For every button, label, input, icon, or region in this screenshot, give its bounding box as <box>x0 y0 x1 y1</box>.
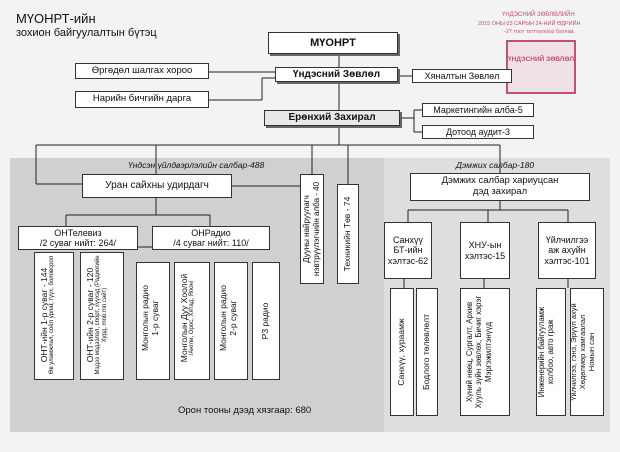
stamp-line-1: ҮНДЭСНИЙ ЗӨВЛӨЛИЙН <box>502 12 575 18</box>
tv-channel-1-name: ОНТ-ийн 1-р суваг - 144 <box>39 267 49 363</box>
tv-channel-1-note: Өв уламжлал, соёл урлаг, түүх, боловсрол <box>49 255 56 375</box>
service-sub-1-line-1: Инженерийн байгууламж <box>537 306 546 398</box>
tech-center-label: Техникийн Төв - 74 <box>342 196 352 272</box>
tv-channel-2-label: ОНТ-ийн 2-р суваг - 120 Мэдээ мэдээлэл, … <box>85 251 119 379</box>
radio-2-label: Монголын Дуу Хоолой /Англи, Орос, Хятад,… <box>179 259 205 377</box>
tech-center-box <box>337 184 359 284</box>
tv-channel-2-note: Мэдээ мэдээлэл, спорт, хүүхэд (Радиогийн… <box>95 255 109 375</box>
hr-sub-line-2: Хууль зүйн зөвлөх, Бичиг хэрэг <box>474 295 484 409</box>
tv-title: ОНТелевиз <box>54 227 102 238</box>
support-units-label: Дэмжих салбар-180 <box>456 160 535 170</box>
tv-channel-2-name: ОНТ-ийн 2-р суваг - 120 <box>85 267 95 363</box>
service-dept-line-2: аж ахуйн <box>548 245 586 256</box>
page-subtitle: зохион байгуулалтын бүтэц <box>16 27 157 39</box>
service-dept-line-3: хэлтэс-101 <box>544 255 590 266</box>
stamp-line-3: -27 тоот тогтоолоор батлав. <box>504 29 576 35</box>
sound-dept-line-1: Дууны найруулагч <box>302 195 311 263</box>
radio-subtitle: /4 суваг нийт: 110/ <box>173 238 249 248</box>
staff-total-label: Орон тооны дээд хязгаар: 680 <box>178 405 312 416</box>
stamp-seal: ҮНДЭСНИЙ ЗӨВЛӨЛ <box>506 40 576 94</box>
ethics-committee-box: Өргөдөл шалгах хороо <box>75 63 209 79</box>
finance-sub-1-box <box>390 288 414 416</box>
stamp-seal-text: ҮНДЭСНИЙ ЗӨВЛӨЛ <box>508 56 574 63</box>
radio-2-line-1: Монголын Дуу Хоолой <box>179 273 189 363</box>
national-council-box: Үндэсний Зөвлөл <box>275 67 398 82</box>
service-dept-line-1: Үйлчилгээ <box>545 234 589 245</box>
internal-audit-box: Дотоод аудит-3 <box>422 125 534 139</box>
radio-3-line-1: Монголын радио <box>218 284 228 352</box>
radio-3-label: Монголын радио 2-р суваг <box>218 259 244 377</box>
finance-dept-line-3: хэлтэс-62 <box>387 255 429 266</box>
supervisory-council-box: Хяналтын Зөвлөл <box>412 69 512 83</box>
service-dept-box: Үйлчилгээ аж ахуйн хэлтэс-101 <box>538 222 596 279</box>
tv-channel-1-label: ОНТ-ийн 1-р суваг - 144 Өв уламжлал, соё… <box>39 251 69 379</box>
radio-2-note: /Англи, Орос, Хятад, Япон/ <box>189 280 196 356</box>
core-units-label: Үндсэн үйлдвэрлэлийн салбар-488 <box>128 160 265 170</box>
radio-1-label: Монголын радио 1-р суваг <box>140 259 166 377</box>
finance-dept-line-1: Санхүү <box>392 234 424 245</box>
sound-dept-line-2: нэвтрүүлэгчийн алба - 40 <box>311 181 321 277</box>
hr-sub-line-3: Мэргэжилтэнүүд <box>483 321 493 383</box>
radio-1-line-2: 1-р суваг <box>150 300 161 336</box>
hr-dept-box: ХНУ-ын хэлтэс-15 <box>460 222 510 279</box>
finance-sub-1-label: Санхүү, хураамж <box>396 318 406 386</box>
finance-sub-2-label: Бодлого төлөвлөлт <box>421 313 431 391</box>
finance-dept-line-2: БТ-ийн <box>393 245 423 256</box>
hr-sub-label: Хүний нөөц, Сургалт, Архив Хууль зүйн зө… <box>465 288 505 416</box>
hr-sub-box <box>460 288 510 416</box>
finance-sub-2-box <box>416 288 438 416</box>
support-director-line-2: дэд захирал <box>472 186 528 197</box>
marketing-box: Маркетингийн алба-5 <box>422 103 534 117</box>
hr-sub-line-1: Хүний нөөц, Сургалт, Архив <box>465 301 474 403</box>
radio-2-box <box>174 262 210 380</box>
tv-subtitle: /2 суваг нийт: 264/ <box>39 238 117 248</box>
service-sub-2-label: Үйлчилгээ, гэнз, Эрүүл ахуй Хөдөлмөр хам… <box>569 288 605 416</box>
sound-dept-label: Дууны найруулагч нэвтрүүлэгчийн алба - 4… <box>302 174 322 284</box>
radio-3-box <box>214 262 248 380</box>
mnb-top-box: МҮОНРТ <box>268 32 398 54</box>
tv-channel-2-box <box>80 252 124 380</box>
radio-4-box <box>252 262 280 380</box>
radio-1-box <box>136 262 170 380</box>
service-sub-2-line-2: Хөдөлмөр хамгаалал <box>578 314 587 390</box>
secretary-box: Нарийн бичгийн дарга <box>75 91 209 108</box>
support-director-line-1: Дэмжих салбар хариуцсан <box>441 175 559 187</box>
radio-4-label: Р3 радио <box>260 302 270 340</box>
radio-3-line-2: 2-р суваг <box>228 300 239 336</box>
hr-dept-line-1: ХНУ-ын <box>468 240 502 251</box>
service-sub-1-label: Инженерийн байгууламж холбоо, авто граж <box>537 288 565 416</box>
tv-channel-1-box <box>34 252 74 380</box>
radio-1-line-1: Монголын радио <box>140 284 150 352</box>
stamp-line-2: 2015 ОНЫ 03 САРЫН 24-НИЙ ӨДРИЙН <box>478 21 581 27</box>
service-sub-2-line-3: Номын сан <box>587 332 596 372</box>
approval-stamp: ҮНДЭСНИЙ ЗӨВЛӨЛИЙН 2015 ОНЫ 03 САРЫН 24-… <box>476 10 608 102</box>
director-general-box: Ерөнхий Захирал <box>264 110 400 126</box>
hr-dept-line-2: хэлтэс-15 <box>464 250 506 261</box>
service-sub-2-box <box>570 288 604 416</box>
support-director-box: Дэмжих салбар хариуцсан дэд захирал <box>410 173 590 201</box>
sound-dept-box <box>300 174 324 284</box>
page-title: МҮОНРТ-ийн <box>16 11 96 26</box>
service-sub-1-line-2: холбоо, авто граж <box>546 319 556 385</box>
creative-director-box: Уран сайхны удирдагч <box>82 174 232 198</box>
radio-title: ОНРадио <box>191 227 231 238</box>
tv-box: ОНТелевиз /2 суваг нийт: 264/ <box>18 226 138 250</box>
service-sub-1-box <box>536 288 566 416</box>
service-sub-2-line-1: Үйлчилгээ, гэнз, Эрүүл ахуй <box>569 303 578 401</box>
finance-dept-box: Санхүү БТ-ийн хэлтэс-62 <box>384 222 432 279</box>
radio-box: ОНРадио /4 суваг нийт: 110/ <box>152 226 270 250</box>
